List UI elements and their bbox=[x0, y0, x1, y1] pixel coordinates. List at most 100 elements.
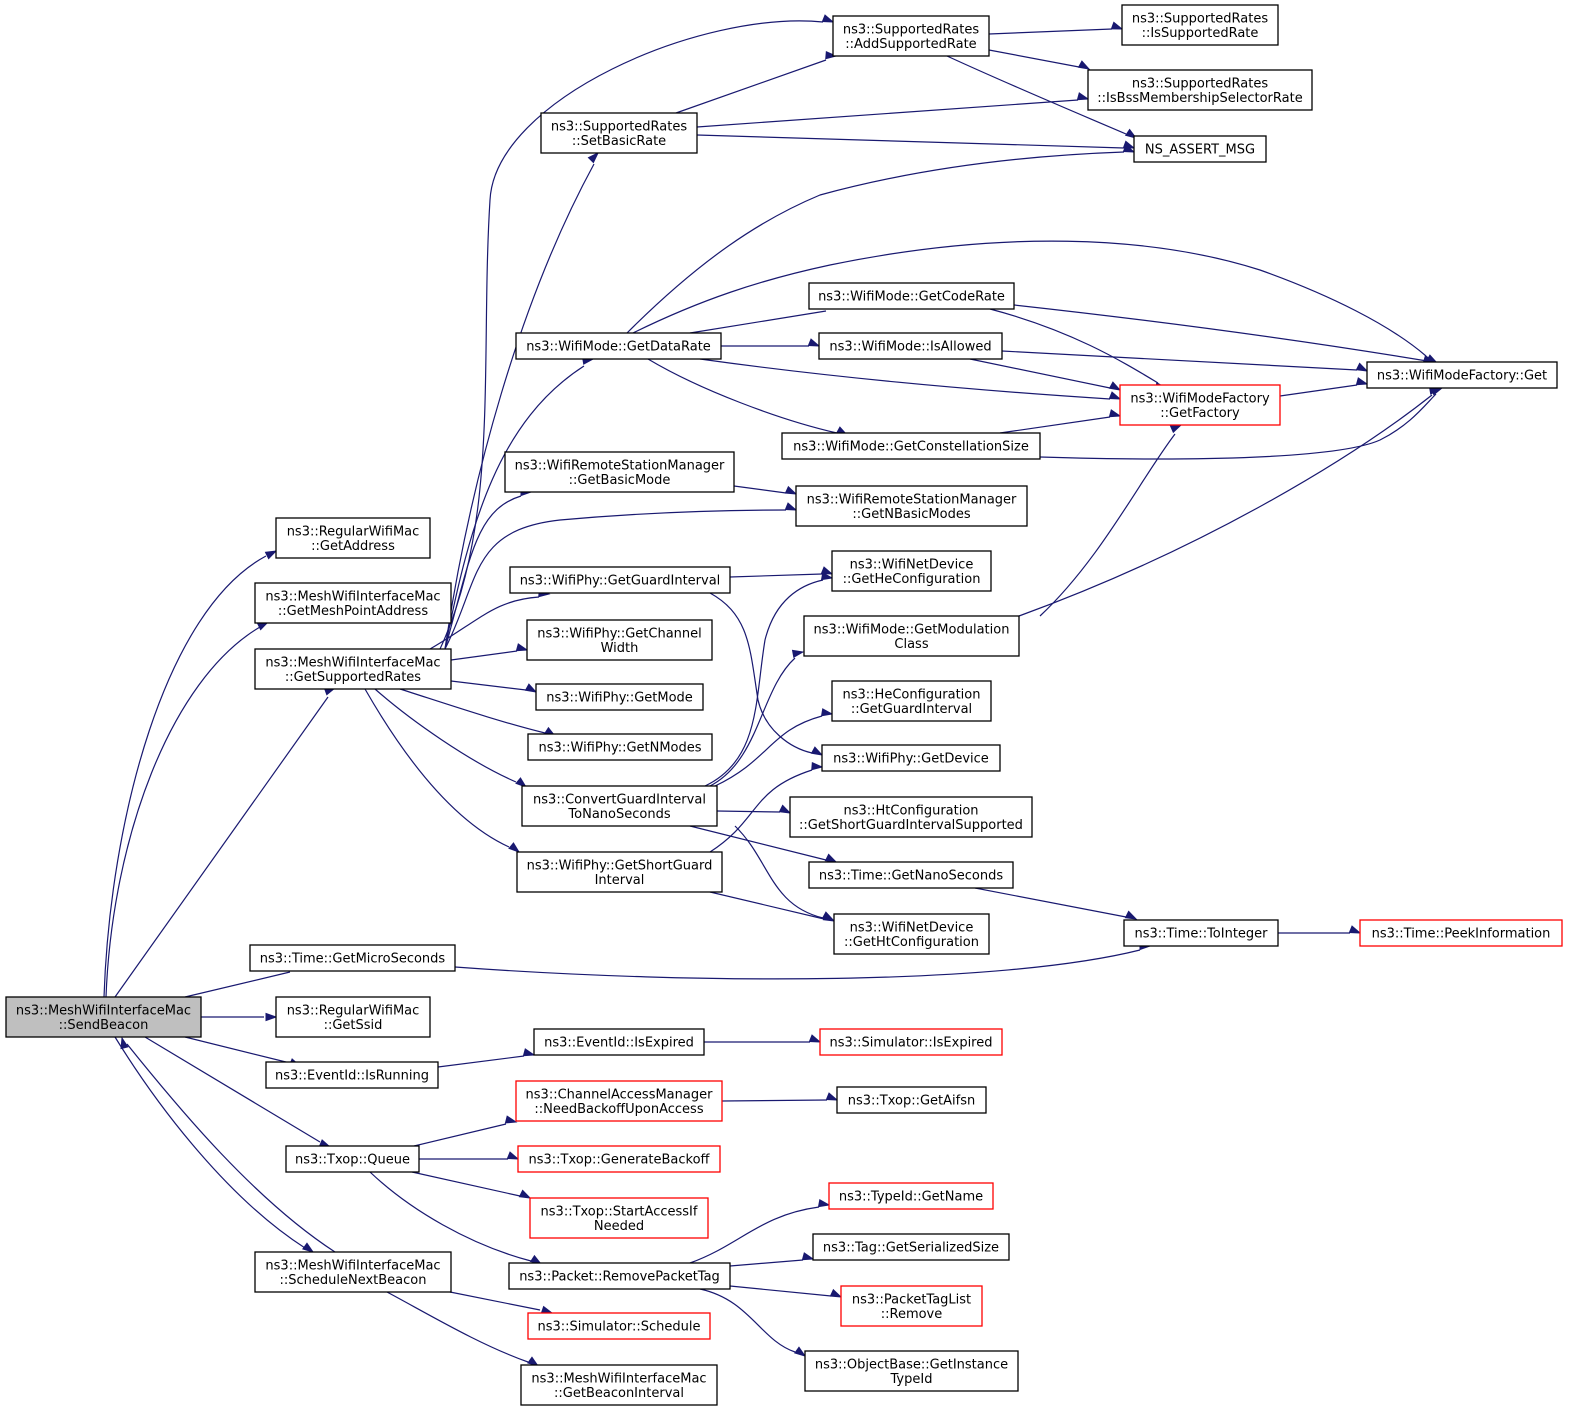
node-hec-getguardinterval[interactable]: ns3::HeConfiguration::GetGuardInterval bbox=[831, 680, 992, 722]
node-txop-getaifsn[interactable]: ns3::Txop::GetAifsn bbox=[836, 1086, 987, 1114]
edge-line bbox=[399, 688, 546, 734]
node-time-tointeger[interactable]: ns3::Time::ToInteger bbox=[1123, 919, 1279, 947]
edge-arrowhead bbox=[515, 777, 528, 788]
node-eventid-isrunning[interactable]: ns3::EventId::IsRunning bbox=[265, 1061, 439, 1089]
node-txop-generatebackoff[interactable]: ns3::Txop::GenerateBackoff bbox=[517, 1145, 721, 1173]
node-box bbox=[540, 112, 698, 154]
edge-line bbox=[729, 1259, 804, 1267]
node-wm-getdatarate[interactable]: ns3::WifiMode::GetDataRate bbox=[515, 332, 722, 360]
edge-arrowhead bbox=[522, 1048, 536, 1057]
node-sr-isbssmsr[interactable]: ns3::SupportedRates::IsBssMembershipSele… bbox=[1087, 69, 1313, 111]
node-label-line: ns3::WifiNetDevice bbox=[850, 557, 974, 572]
node-wp-getnmodes[interactable]: ns3::WifiPhy::GetNModes bbox=[527, 733, 713, 761]
node-ns-assert-msg[interactable]: NS_ASSERT_MSG bbox=[1133, 135, 1267, 163]
node-htc-getshortgi[interactable]: ns3::HtConfiguration::GetShortGuardInter… bbox=[789, 796, 1033, 838]
edge-MWIM_GetSupportedRates-to-ConvertGI bbox=[374, 688, 528, 788]
node-label-line: ::GetBeaconInterval bbox=[554, 1386, 684, 1401]
node-mwim-getmeshpointaddress[interactable]: ns3::MeshWifiInterfaceMac::GetMeshPointA… bbox=[254, 582, 452, 624]
node-ptl-remove[interactable]: ns3::PacketTagList::Remove bbox=[840, 1285, 983, 1327]
node-rwm-getssid[interactable]: ns3::RegularWifiMac::GetSsid bbox=[275, 996, 431, 1038]
node-label-line: ns3::WifiNetDevice bbox=[850, 920, 974, 935]
edge-WM_GetDataRate-to-WM_GetConstellationSize bbox=[647, 358, 849, 436]
node-label-line: ToNanoSeconds bbox=[567, 807, 670, 822]
node-mwim-getbeaconinterval[interactable]: ns3::MeshWifiInterfaceMac::GetBeaconInte… bbox=[520, 1364, 718, 1406]
node-wrsm-getbasicmode[interactable]: ns3::WifiRemoteStationManager::GetBasicM… bbox=[504, 451, 735, 493]
node-sr-issupportedrate[interactable]: ns3::SupportedRates::IsSupportedRate bbox=[1121, 4, 1279, 46]
node-packet-removepackettag[interactable]: ns3::Packet::RemovePacketTag bbox=[508, 1262, 731, 1290]
node-sendbeacon[interactable]: ns3::MeshWifiInterfaceMac::SendBeacon bbox=[5, 996, 202, 1038]
node-wm-isallowed[interactable]: ns3::WifiMode::IsAllowed bbox=[818, 332, 1003, 360]
node-cam-needbackoff[interactable]: ns3::ChannelAccessManager::NeedBackoffUp… bbox=[515, 1080, 723, 1122]
edge-arrowhead bbox=[821, 14, 835, 23]
node-sim-isexpired[interactable]: ns3::Simulator::IsExpired bbox=[819, 1028, 1003, 1056]
edge-Txop_Queue-to-Txop_GenerateBackoff bbox=[419, 1151, 520, 1160]
node-wnd-getheconfiguration[interactable]: ns3::WifiNetDevice::GetHeConfiguration bbox=[831, 550, 992, 592]
edge-WP_GetGuardInterval-to-WND_GetHeConfiguration bbox=[729, 566, 834, 578]
node-sr-setbasicrate[interactable]: ns3::SupportedRates::SetBasicRate bbox=[540, 112, 698, 154]
edge-line bbox=[704, 579, 824, 787]
node-label-line: ns3::RegularWifiMac bbox=[287, 524, 420, 539]
edge-arrowhead bbox=[820, 708, 834, 717]
node-wm-getcoderate[interactable]: ns3::WifiMode::GetCodeRate bbox=[808, 282, 1015, 310]
edge-arrowhead bbox=[825, 1092, 839, 1101]
node-typeid-getname[interactable]: ns3::TypeId::GetName bbox=[828, 1182, 994, 1210]
node-sim-schedule[interactable]: ns3::Simulator::Schedule bbox=[527, 1312, 711, 1340]
edge-arrowhead bbox=[506, 1151, 520, 1160]
node-label-line: TypeId bbox=[890, 1372, 933, 1387]
edge-line bbox=[114, 1036, 306, 1249]
node-box bbox=[516, 851, 723, 893]
edge-arrowhead bbox=[264, 550, 278, 560]
edge-WP_GetShortGI-to-WND_GetHtConfiguration bbox=[709, 891, 836, 922]
node-label-line: Interval bbox=[595, 873, 645, 888]
edge-MWIM_GetSupportedRates-to-WP_GetChannelWidth bbox=[450, 643, 529, 661]
node-sr-addsupportedrate[interactable]: ns3::SupportedRates::AddSupportedRate bbox=[832, 15, 990, 57]
edge-MWIM_ScheduleNextBeacon-to-SendBeacon bbox=[120, 1036, 336, 1253]
edge-MWIM_GetSupportedRates-to-SR_AddSupportedRate bbox=[439, 14, 835, 650]
node-rwm-getaddress[interactable]: ns3::RegularWifiMac::GetAddress bbox=[275, 517, 431, 559]
node-box bbox=[789, 796, 1033, 838]
edge-line bbox=[626, 151, 1125, 334]
node-time-getmicroseconds[interactable]: ns3::Time::GetMicroSeconds bbox=[249, 944, 456, 972]
node-time-getnanoseconds[interactable]: ns3::Time::GetNanoSeconds bbox=[808, 861, 1014, 889]
node-wp-getshortgi[interactable]: ns3::WifiPhy::GetShortGuardInterval bbox=[516, 851, 723, 893]
node-wp-getguardinterval[interactable]: ns3::WifiPhy::GetGuardInterval bbox=[509, 566, 731, 594]
node-label-line: ns3::WifiMode::GetDataRate bbox=[526, 340, 711, 355]
edge-line bbox=[184, 971, 291, 998]
edge-arrowhead bbox=[515, 643, 529, 652]
node-txop-queue[interactable]: ns3::Txop::Queue bbox=[285, 1145, 420, 1173]
node-mwim-getsupportedrates[interactable]: ns3::MeshWifiInterfaceMac::GetSupportedR… bbox=[254, 648, 452, 690]
node-label-line: ::GetSupportedRates bbox=[285, 670, 421, 685]
edge-line bbox=[675, 59, 827, 114]
node-wmf-getfactory[interactable]: ns3::WifiModeFactory::GetFactory bbox=[1119, 384, 1281, 426]
node-label-line: ns3::Time::ToInteger bbox=[1134, 927, 1268, 942]
edge-WM_GetCodeRate-to-WMF_GetFactory bbox=[989, 308, 1168, 391]
node-label-line: Needed bbox=[594, 1219, 644, 1234]
node-wnd-gethtconfiguration[interactable]: ns3::WifiNetDevice::GetHtConfiguration bbox=[833, 913, 990, 955]
node-tag-getserializedsize[interactable]: ns3::Tag::GetSerializedSize bbox=[812, 1233, 1010, 1261]
node-wp-getdevice[interactable]: ns3::WifiPhy::GetDevice bbox=[821, 744, 1001, 772]
node-wrsm-getnbasicmodes[interactable]: ns3::WifiRemoteStationManager::GetNBasic… bbox=[795, 485, 1028, 527]
edge-line bbox=[369, 1171, 532, 1262]
node-label-line: ::GetShortGuardIntervalSupported bbox=[799, 818, 1023, 833]
edge-Time_GetNanoSeconds-to-Time_ToInteger bbox=[974, 887, 1138, 920]
node-time-peekinformation[interactable]: ns3::Time::PeekInformation bbox=[1359, 919, 1563, 947]
edge-arrowhead bbox=[1108, 409, 1122, 418]
node-wp-getmode[interactable]: ns3::WifiPhy::GetMode bbox=[535, 683, 704, 711]
node-label-line: ns3::SupportedRates bbox=[1132, 11, 1268, 26]
node-mwim-schedulenextbeacon[interactable]: ns3::MeshWifiInterfaceMac::ScheduleNextB… bbox=[254, 1251, 452, 1293]
node-label-line: ns3::MeshWifiInterfaceMac bbox=[16, 1003, 191, 1018]
node-label-line: ns3::Time::GetMicroSeconds bbox=[260, 952, 446, 967]
edge-SR_SetBasicRate-to-SR_AddSupportedRate bbox=[675, 50, 838, 114]
node-wmf-get[interactable]: ns3::WifiModeFactory::Get bbox=[1366, 361, 1558, 389]
node-wm-getconstellationsize[interactable]: ns3::WifiMode::GetConstellationSize bbox=[781, 432, 1041, 460]
edge-MWIM_GetSupportedRates-to-WP_GetShortGI bbox=[364, 688, 521, 853]
node-box bbox=[819, 1028, 1003, 1056]
edge-line bbox=[699, 1288, 796, 1353]
node-label-line: ::GetGuardInterval bbox=[851, 702, 972, 717]
node-eventid-isexpired[interactable]: ns3::EventId::IsExpired bbox=[533, 1028, 705, 1056]
